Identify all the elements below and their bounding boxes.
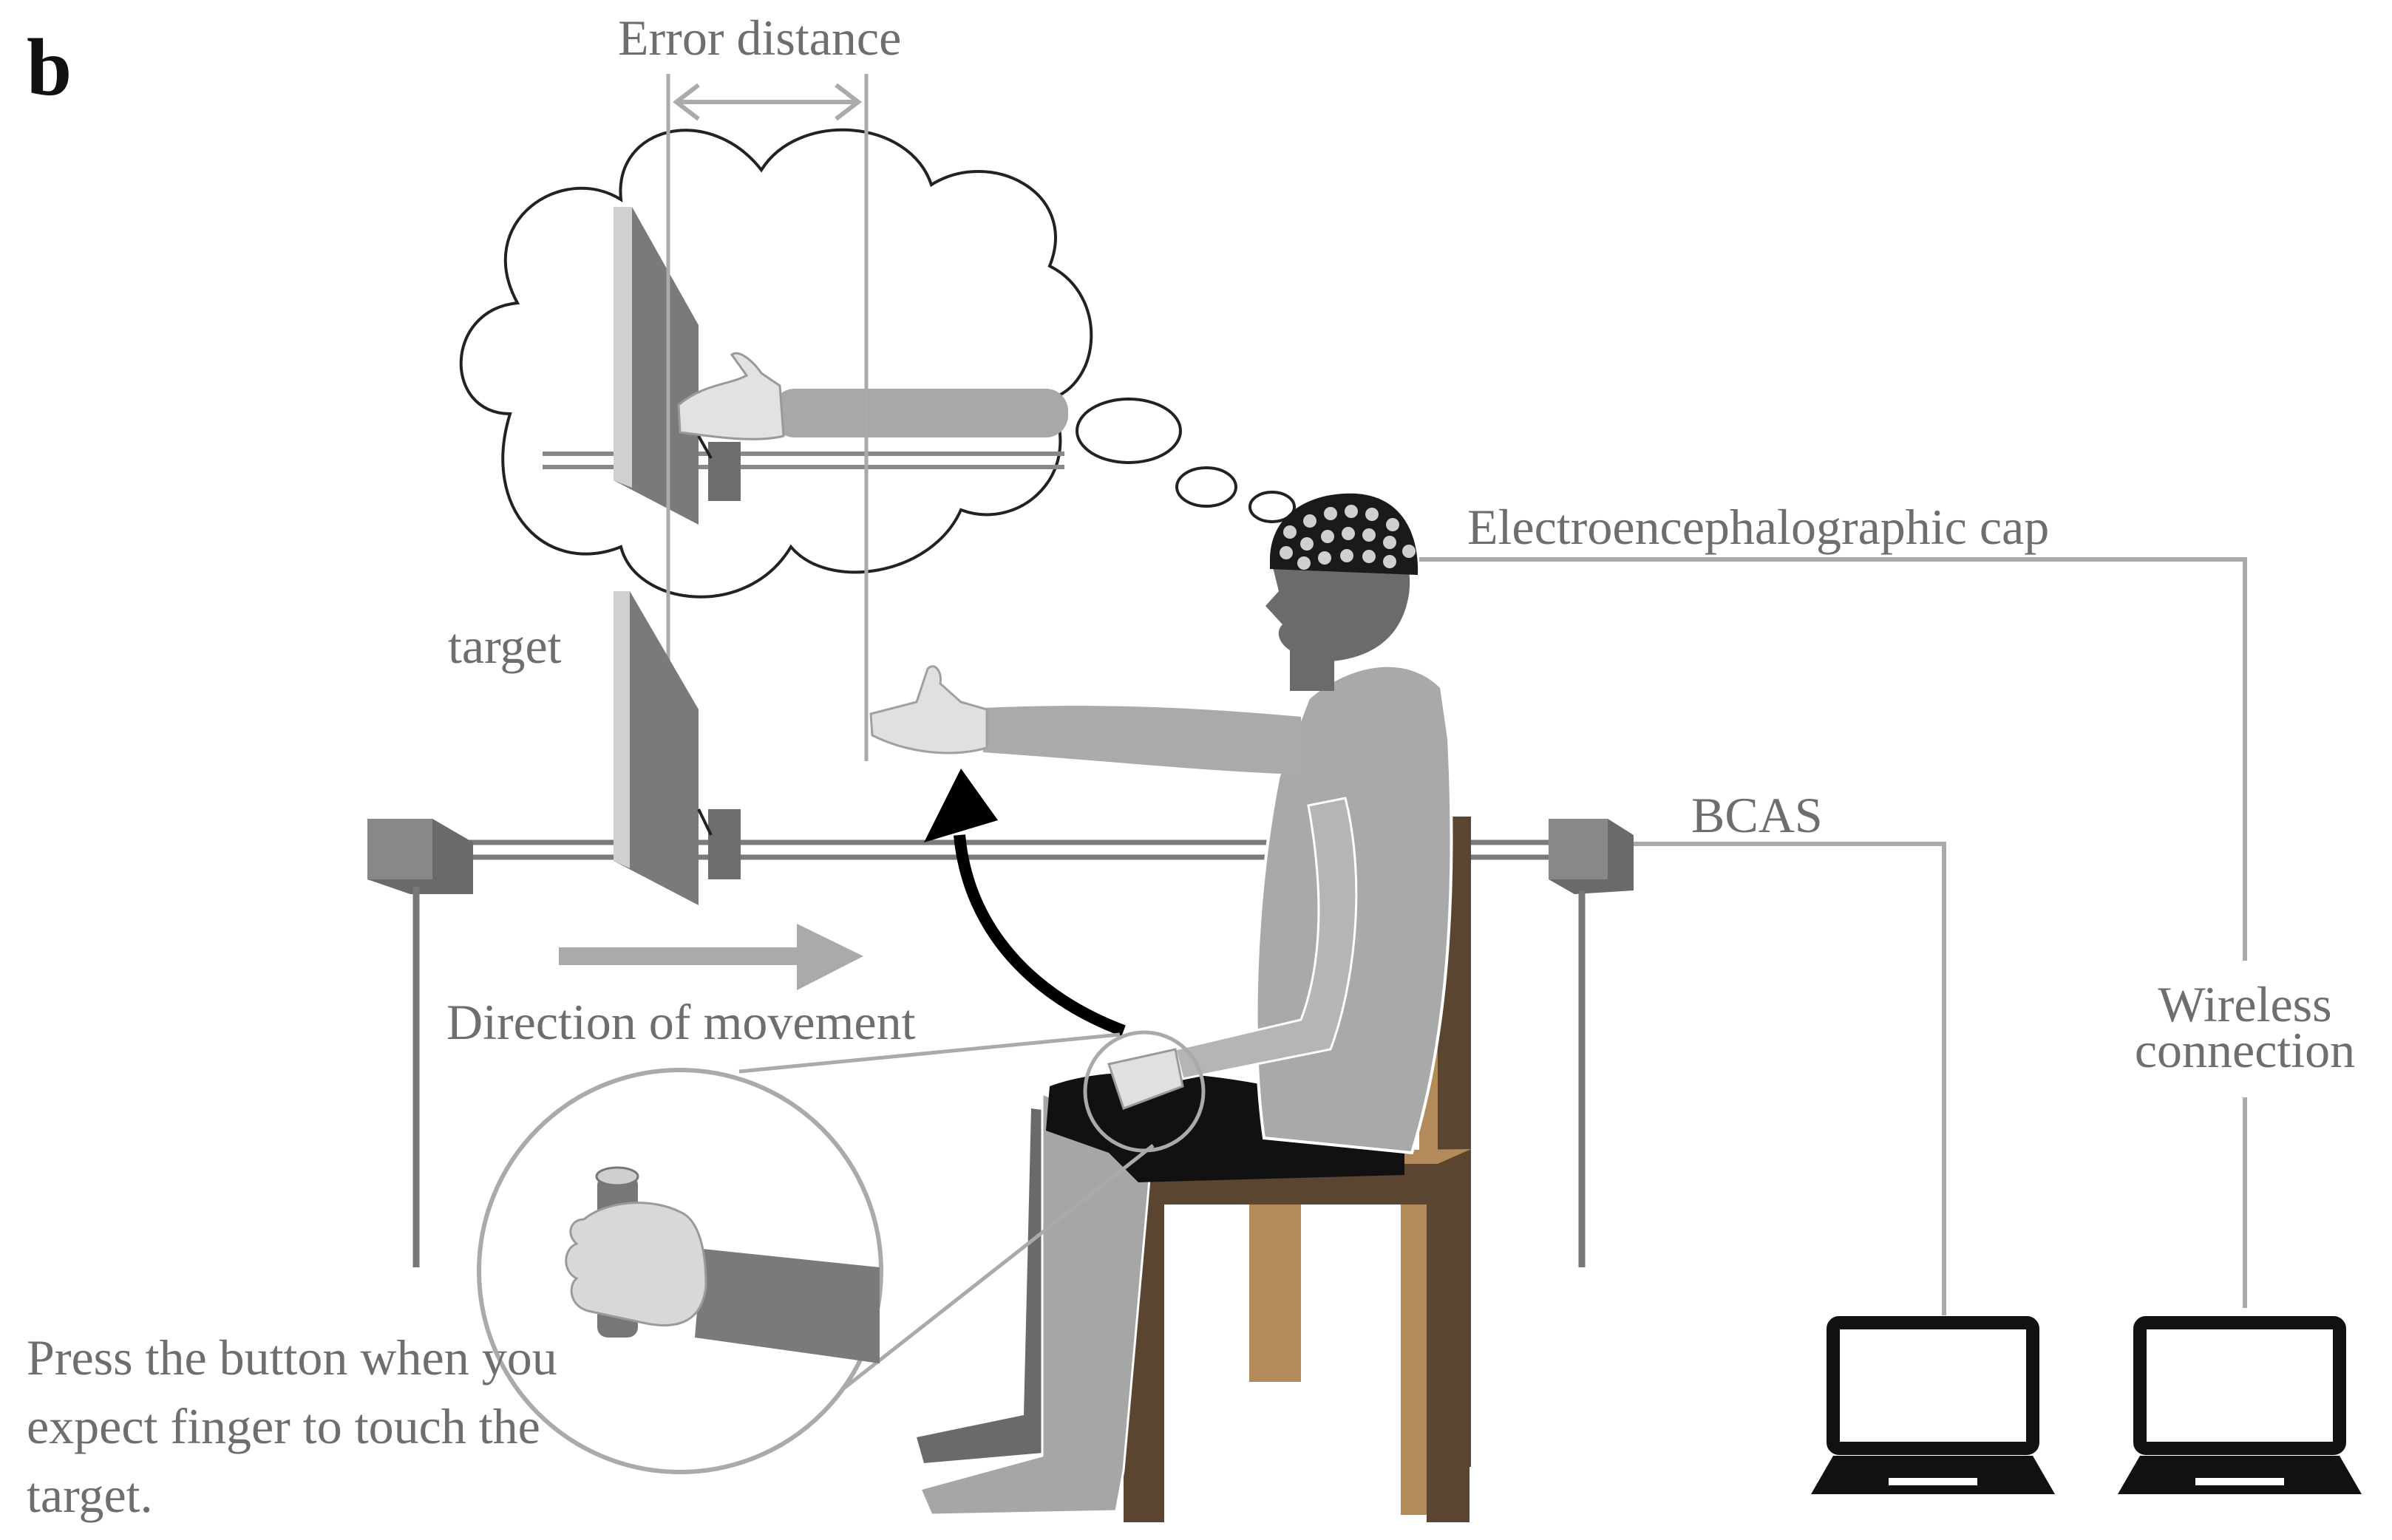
bcas-label: BCAS xyxy=(1691,787,1823,843)
eeg-cap-label: Electroencephalographic cap xyxy=(1467,499,2049,555)
right-arrow-icon xyxy=(559,924,863,990)
laptop-icon xyxy=(1811,1316,2055,1494)
direction-label: Direction of movement xyxy=(446,994,916,1050)
error-distance-indicator xyxy=(666,74,869,761)
error-distance-label: Error distance xyxy=(618,10,901,66)
instruction-line1: Press the button when you xyxy=(27,1329,557,1386)
thought-bubble xyxy=(459,128,1296,599)
curved-arrow-icon xyxy=(924,769,1126,1037)
target-label: target xyxy=(448,618,562,674)
participant xyxy=(869,493,1453,1516)
instruction-line2: expect finger to touch the xyxy=(27,1398,540,1454)
laptop-icon xyxy=(2118,1316,2362,1494)
rail-apparatus xyxy=(367,591,1634,1267)
panel-label: b xyxy=(27,22,72,112)
wireless-label-line1: Wireless xyxy=(2158,976,2331,1032)
eeg-cap-icon xyxy=(1270,493,1418,575)
button-zoom-inset xyxy=(477,1030,1206,1474)
instruction-line3: target. xyxy=(27,1467,153,1523)
wireless-label-line2: connection xyxy=(2135,1022,2355,1078)
